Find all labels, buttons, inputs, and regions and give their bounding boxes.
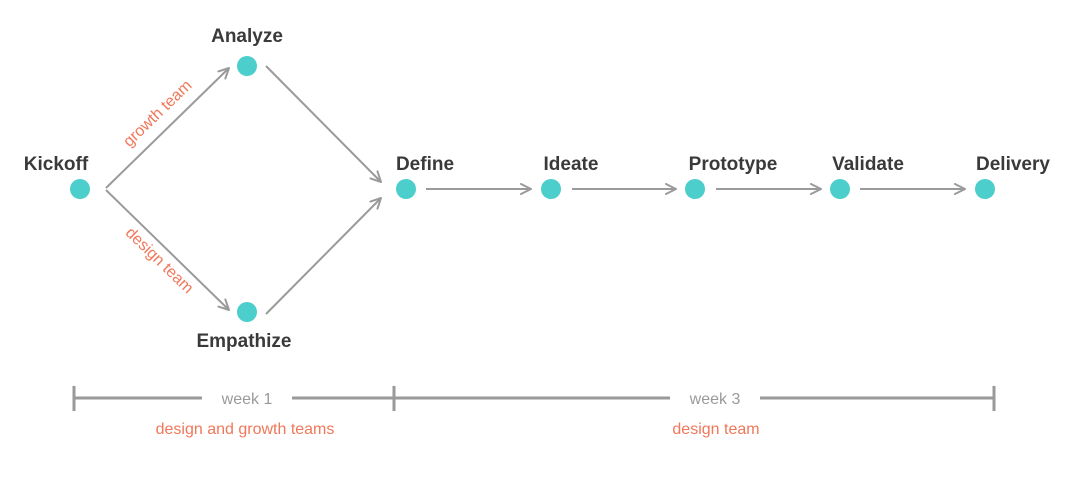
node-empathize-label: Empathize	[196, 331, 291, 352]
node-kickoff-dot	[70, 179, 90, 199]
timeline: week 1 week 3 design and growth teams de…	[72, 386, 996, 438]
edge-analyze-define	[265, 65, 382, 183]
edge-label-design-team: design team	[122, 224, 197, 297]
node-delivery-label: Delivery	[976, 154, 1050, 175]
node-analyze-label: Analyze	[211, 26, 283, 47]
edge-kickoff-empathize	[105, 189, 230, 311]
node-define-label: Define	[396, 154, 454, 175]
node-validate-dot	[830, 179, 850, 199]
edges	[105, 65, 966, 315]
timeline-week1-label: week 1	[221, 391, 273, 408]
edge-kickoff-analyze	[105, 67, 230, 189]
node-prototype-label: Prototype	[689, 154, 778, 175]
node-validate-label: Validate	[832, 154, 904, 175]
edge-label-growth-team: growth team	[120, 77, 195, 150]
node-kickoff-label: Kickoff	[24, 154, 89, 175]
timeline-week3-team: design team	[672, 421, 759, 438]
node-empathize-dot	[237, 302, 257, 322]
node-ideate-label: Ideate	[544, 154, 599, 175]
edge-empathize-define	[265, 197, 382, 315]
node-define-dot	[396, 179, 416, 199]
node-analyze-dot	[237, 56, 257, 76]
timeline-week3-label: week 3	[689, 391, 741, 408]
node-prototype-dot	[685, 179, 705, 199]
node-delivery-dot	[975, 179, 995, 199]
node-ideate-dot	[541, 179, 561, 199]
timeline-week1-team: design and growth teams	[156, 421, 335, 438]
nodes	[70, 56, 995, 322]
